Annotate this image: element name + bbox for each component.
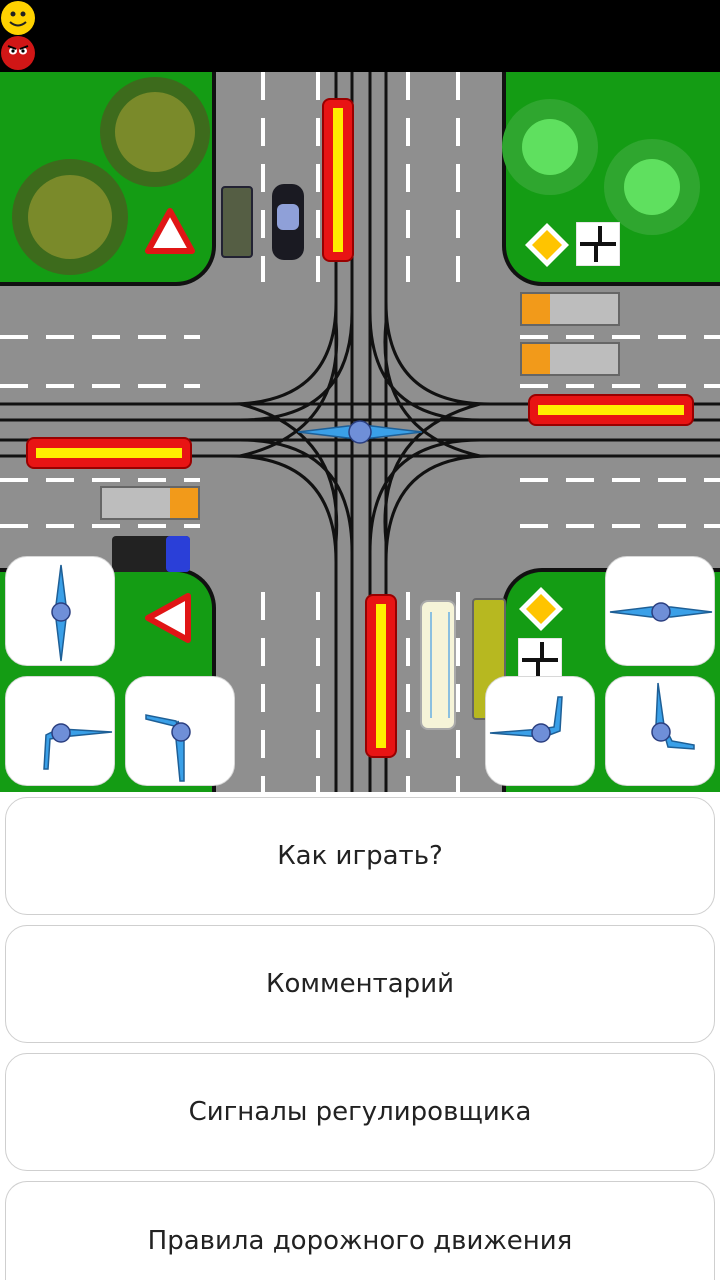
traffic-rules-button[interactable]: Правила дорожного движения xyxy=(5,1181,715,1280)
priority-road-diamond-icon xyxy=(519,587,563,631)
status-bar xyxy=(0,0,720,72)
signal-button-arm-down-bent[interactable] xyxy=(125,676,235,786)
traffic-officer-icon xyxy=(145,714,191,782)
traffic-officer-icon xyxy=(489,696,563,743)
signal-button-arm-right-left-down[interactable] xyxy=(5,676,115,786)
smiley-face-icon xyxy=(1,1,35,35)
signal-button-arm-up-bent[interactable] xyxy=(605,676,715,786)
traffic-officer-icon xyxy=(51,564,71,662)
yield-triangle-icon xyxy=(145,208,195,254)
traffic-officer-icon xyxy=(43,723,113,770)
signal-button-arm-left-right-up[interactable] xyxy=(485,676,595,786)
tram xyxy=(528,394,694,426)
traffic-officer-icon xyxy=(297,420,423,444)
comment-button[interactable]: Комментарий xyxy=(5,925,715,1043)
traffic-officer-icon xyxy=(609,602,713,622)
road-shape-plate-icon xyxy=(576,222,620,266)
officer-signals-label: Сигналы регулировщика xyxy=(188,1097,532,1127)
tram xyxy=(26,437,192,469)
road-shape-plate-icon xyxy=(518,638,562,682)
officer-signals-button[interactable]: Сигналы регулировщика xyxy=(5,1053,715,1171)
truck xyxy=(221,186,253,258)
tree-cluster-top-left xyxy=(12,77,210,275)
how-to-play-label: Как играть? xyxy=(277,841,443,871)
tow-truck xyxy=(520,342,620,376)
traffic-rules-label: Правила дорожного движения xyxy=(147,1226,573,1256)
van xyxy=(112,536,190,572)
tow-truck xyxy=(520,292,620,326)
tram xyxy=(365,594,397,758)
priority-road-diamond-icon xyxy=(525,223,569,267)
traffic-officer-icon xyxy=(651,682,695,750)
signal-button-arms-vertical[interactable] xyxy=(5,556,115,666)
signal-button-arms-horizontal[interactable] xyxy=(605,556,715,666)
tram xyxy=(322,98,354,262)
car xyxy=(272,184,304,260)
how-to-play-button[interactable]: Как играть? xyxy=(5,797,715,915)
bus xyxy=(420,600,456,730)
angry-face-icon xyxy=(1,36,35,70)
comment-label: Комментарий xyxy=(266,969,454,999)
tree-cluster-top-right xyxy=(502,99,700,235)
tow-truck xyxy=(100,486,200,520)
yield-triangle-icon xyxy=(145,593,191,643)
